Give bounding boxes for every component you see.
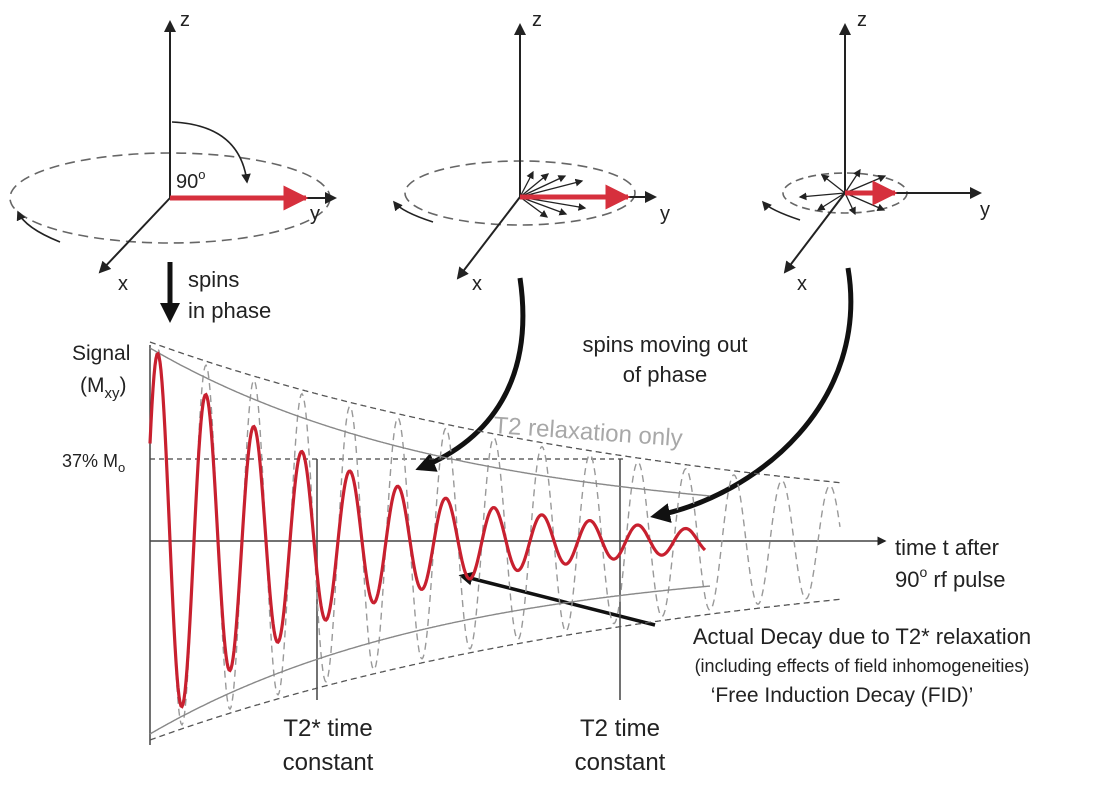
y-label: y [980, 199, 990, 221]
dephased-spins [798, 168, 887, 216]
panel2-to-signal-arrow-icon [415, 277, 526, 472]
spin-panel-in-phase: z y x 90o [9, 9, 337, 295]
t2star-envelope-upper [149, 347, 711, 497]
x-label: x [797, 273, 807, 295]
spin-panel-dephased: z y x [761, 9, 990, 295]
z-label: z [857, 9, 867, 31]
y-label: y [310, 203, 320, 225]
t2-envelope-lower [149, 598, 841, 741]
x-axis [456, 196, 521, 280]
t2-envelope-upper [149, 341, 841, 484]
decay-pointer-arrow-icon [458, 571, 656, 627]
flip-angle-label: 90o [176, 167, 205, 193]
field-inhomogeneity-label: (including effects of field inhomogeneit… [695, 656, 1030, 676]
mxy-label: (Mxy) [80, 374, 127, 402]
spin-panel-dephasing: z y x [392, 9, 670, 295]
x-label: x [118, 273, 128, 295]
x-axis [98, 197, 171, 274]
panel3-to-signal-arrow-icon [650, 267, 854, 523]
percent-37-label: 37% Mo [62, 451, 125, 475]
z-label: z [532, 9, 542, 31]
fid-label: ‘Free Induction Decay (FID)’ [711, 684, 974, 707]
fid-signal-curve [148, 351, 707, 709]
actual-decay-label: Actual Decay due to T2* relaxation [693, 624, 1031, 649]
rotation-arrow-icon [16, 210, 61, 243]
signal-plot [148, 341, 887, 745]
y-label: y [660, 203, 670, 225]
t2-relaxation-only-label: T2 relaxation only [493, 412, 684, 452]
signal-axis-label: Signal [72, 342, 130, 365]
x-axis [783, 192, 846, 274]
x-label: x [472, 273, 482, 295]
rotation-arrow-icon [761, 200, 801, 221]
t2star-envelope-lower [149, 585, 711, 735]
flip-arrow-icon [171, 121, 251, 184]
rotation-arrow-icon [392, 200, 434, 223]
z-label: z [180, 9, 190, 31]
